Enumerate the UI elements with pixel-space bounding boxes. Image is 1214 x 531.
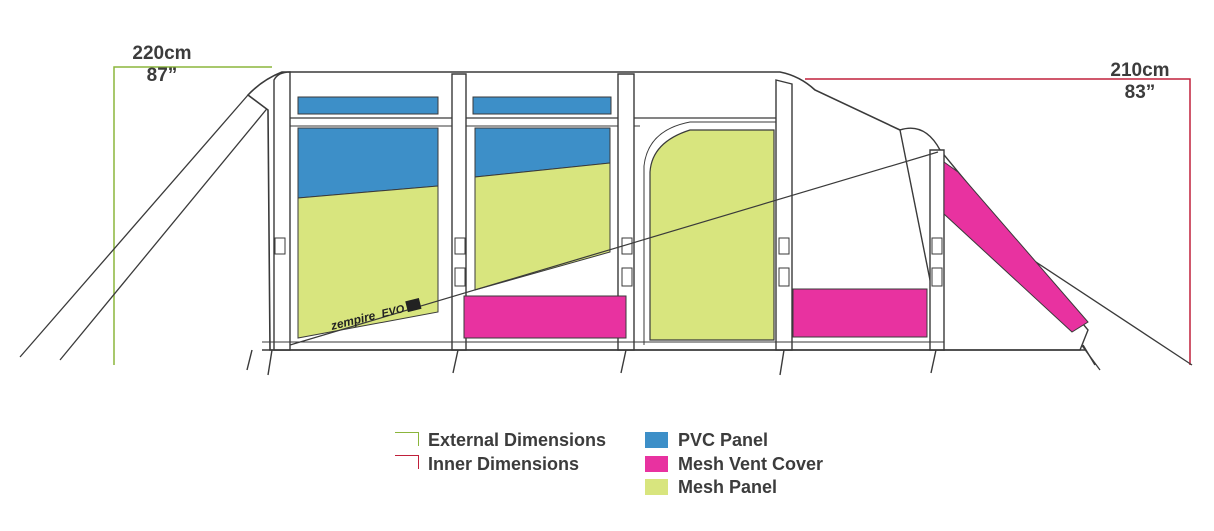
legend-mesh-vent-cover: Mesh Vent Cover xyxy=(678,454,824,474)
external-dimension-line xyxy=(113,66,272,365)
external-dimension-cm: 220cm xyxy=(132,43,192,64)
legend-external-dimensions: External Dimensions xyxy=(428,430,607,450)
mesh-vent-cover-1 xyxy=(463,295,627,339)
inner-dimensions-line-icon xyxy=(395,455,419,469)
inner-dimension-inch: 83” xyxy=(1124,82,1156,103)
inner-dimension-cm: 210cm xyxy=(1110,60,1170,81)
mesh-panel-1 xyxy=(297,185,439,339)
legend-mesh-panel: Mesh Panel xyxy=(678,477,778,497)
external-dimension-label: 220cm 87” xyxy=(122,43,202,87)
mesh-panel-swatch xyxy=(645,479,668,495)
mesh-panel-2 xyxy=(474,162,611,291)
roof-pvc-window-2 xyxy=(472,96,612,115)
pvc-panel-swatch xyxy=(645,432,668,448)
mesh-vent-cover-2 xyxy=(792,288,928,338)
inner-dimension-line xyxy=(805,78,1191,365)
mesh-vent-cover-porch xyxy=(943,161,1089,333)
legend-pvc-panel: PVC Panel xyxy=(678,430,769,450)
pegs xyxy=(246,344,1096,376)
door-mesh-panel xyxy=(649,129,775,341)
mesh-vent-cover-swatch xyxy=(645,456,668,472)
roof-pvc-window-1 xyxy=(297,96,439,115)
svg-text:EVO: EVO xyxy=(380,303,406,320)
external-dimension-inch: 87” xyxy=(146,65,178,86)
legend-inner-dimensions: Inner Dimensions xyxy=(428,454,580,474)
external-dimensions-line-icon xyxy=(395,432,419,446)
inner-dimension-label: 210cm 83” xyxy=(1095,60,1185,104)
